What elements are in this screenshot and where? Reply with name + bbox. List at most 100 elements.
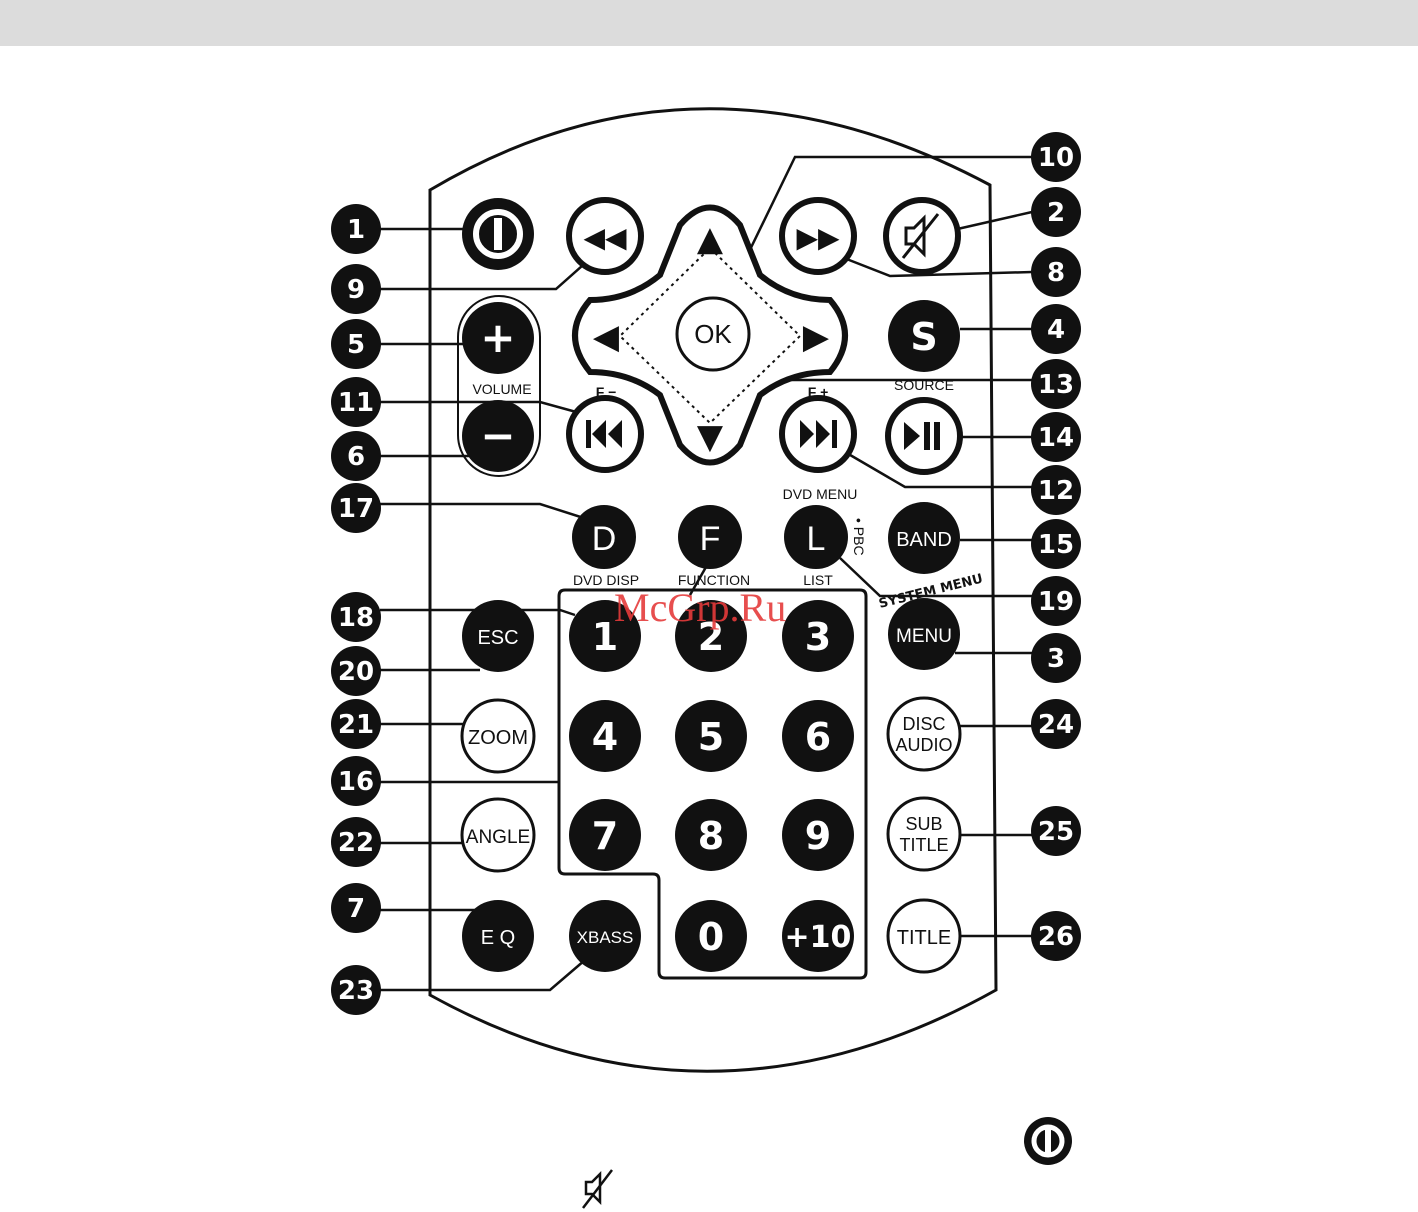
l-button-label: L <box>807 520 826 558</box>
angle-button[interactable]: ANGLE <box>462 799 534 871</box>
callout-10: 10 <box>1031 132 1081 182</box>
callout-11: 11 <box>331 377 381 427</box>
left-button[interactable]: ◀ <box>593 317 620 357</box>
previous-track-button[interactable] <box>569 398 641 470</box>
next-track-button[interactable] <box>782 398 854 470</box>
number-8-label: 8 <box>698 814 724 858</box>
fast-forward-icon: ▶▶ <box>796 221 840 254</box>
volume-up-label: + <box>480 313 515 362</box>
number-6-label: 6 <box>805 715 831 759</box>
svg-text:5: 5 <box>347 330 365 360</box>
disc-audio-label-line1: DISC <box>902 714 945 734</box>
band-button[interactable]: BAND <box>888 502 960 574</box>
callout-16: 16 <box>331 756 381 806</box>
callout-14: 14 <box>1031 412 1081 462</box>
svg-text:22: 22 <box>338 828 374 858</box>
f-button[interactable]: F <box>678 505 742 569</box>
svg-text:20: 20 <box>338 657 374 687</box>
rewind-button[interactable]: ◀◀ <box>569 200 641 272</box>
number-button-3[interactable]: 3 <box>782 600 854 672</box>
disc-audio-label-line2: AUDIO <box>895 735 952 755</box>
svg-text:15: 15 <box>1038 530 1074 560</box>
number-button-8[interactable]: 8 <box>675 799 747 871</box>
svg-text:17: 17 <box>338 494 374 524</box>
callout-19: 19 <box>1031 576 1081 626</box>
callout-4: 4 <box>1031 304 1081 354</box>
number-button-plus10[interactable]: +10 <box>782 900 854 972</box>
d-button-label: D <box>592 520 617 558</box>
callout-8: 8 <box>1031 247 1081 297</box>
title-button[interactable]: TITLE <box>888 900 960 972</box>
callout-2: 2 <box>1031 187 1081 237</box>
callout-6: 6 <box>331 431 381 481</box>
callout-18: 18 <box>331 592 381 642</box>
number-button-0[interactable]: 0 <box>675 900 747 972</box>
number-button-7[interactable]: 7 <box>569 799 641 871</box>
svg-text:24: 24 <box>1038 710 1074 740</box>
number-button-9[interactable]: 9 <box>782 799 854 871</box>
fast-forward-button[interactable]: ▶▶ <box>782 200 854 272</box>
play-pause-button[interactable] <box>888 400 960 472</box>
f-plus-label: F + <box>808 384 829 400</box>
ok-button[interactable]: OK <box>677 298 749 370</box>
callout-3: 3 <box>1031 633 1081 683</box>
volume-up-button[interactable]: + <box>462 302 534 374</box>
number-9-label: 9 <box>805 814 831 858</box>
callout-12: 12 <box>1031 465 1081 515</box>
mute-button[interactable] <box>886 200 958 272</box>
callout-7: 7 <box>331 883 381 933</box>
disc-audio-button[interactable]: DISC AUDIO <box>888 698 960 770</box>
f-button-label: F <box>700 520 721 558</box>
power-button[interactable] <box>462 198 534 270</box>
callout-24: 24 <box>1031 699 1081 749</box>
esc-button[interactable]: ESC <box>462 600 534 672</box>
eq-button[interactable]: E Q <box>462 900 534 972</box>
source-button[interactable]: S <box>888 300 960 372</box>
title-button-label: TITLE <box>897 927 951 949</box>
svg-text:25: 25 <box>1038 817 1074 847</box>
volume-down-label: − <box>480 411 515 460</box>
svg-text:4: 4 <box>1047 315 1065 345</box>
svg-text:16: 16 <box>338 767 374 797</box>
source-button-label: S <box>910 315 937 359</box>
number-4-label: 4 <box>592 715 618 759</box>
callout-5: 5 <box>331 319 381 369</box>
number-button-6[interactable]: 6 <box>782 700 854 772</box>
up-button[interactable]: ▲ <box>697 219 724 259</box>
callout-9: 9 <box>331 264 381 314</box>
svg-text:1: 1 <box>347 215 365 245</box>
zoom-button-label: ZOOM <box>468 727 528 749</box>
svg-text:12: 12 <box>1038 476 1074 506</box>
right-button[interactable]: ▶ <box>803 317 830 357</box>
svg-text:11: 11 <box>338 388 374 418</box>
right-arrow-icon: ▶ <box>803 317 830 357</box>
svg-text:23: 23 <box>338 976 374 1006</box>
callout-17: 17 <box>331 483 381 533</box>
svg-text:6: 6 <box>347 442 365 472</box>
power-icon <box>1024 1117 1072 1165</box>
menu-button[interactable]: MENU <box>888 598 960 670</box>
subtitle-label-line2: TITLE <box>899 835 948 855</box>
d-button[interactable]: D <box>572 505 636 569</box>
svg-text:9: 9 <box>347 275 365 305</box>
volume-down-button[interactable]: − <box>462 400 534 472</box>
svg-text:18: 18 <box>338 603 374 633</box>
callout-25: 25 <box>1031 806 1081 856</box>
callout-13: 13 <box>1031 359 1081 409</box>
number-button-4[interactable]: 4 <box>569 700 641 772</box>
xbass-button[interactable]: XBASS <box>569 900 641 972</box>
svg-text:7: 7 <box>347 894 365 924</box>
volume-label: VOLUME <box>472 381 531 397</box>
svg-text:3: 3 <box>1047 644 1065 674</box>
number-button-5[interactable]: 5 <box>675 700 747 772</box>
callout-22: 22 <box>331 817 381 867</box>
number-3-label: 3 <box>805 615 831 659</box>
ok-label: OK <box>694 319 732 349</box>
callout-20: 20 <box>331 646 381 696</box>
up-arrow-icon: ▲ <box>697 219 724 259</box>
subtitle-button[interactable]: SUB TITLE <box>888 798 960 870</box>
zoom-button[interactable]: ZOOM <box>462 700 534 772</box>
l-button[interactable]: L <box>784 505 848 569</box>
down-button[interactable]: ▼ <box>697 417 724 457</box>
watermark: McGrp.Ru <box>614 584 786 631</box>
